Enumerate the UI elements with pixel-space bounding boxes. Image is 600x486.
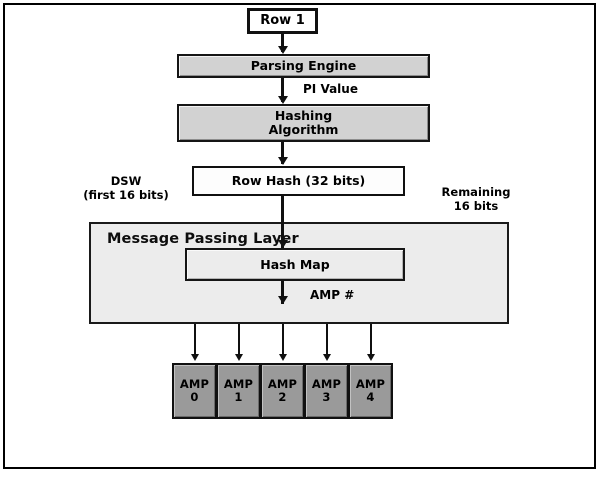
label-remaining-bits: Remaining 16 bits <box>424 185 528 213</box>
connector-mpl-to-amp-4 <box>370 324 372 357</box>
node-hashing-algorithm[interactable]: Hashing Algorithm <box>177 104 430 142</box>
label-dsw-line2: (first 16 bits) <box>83 187 169 202</box>
label-amp-number-text: AMP # <box>310 288 355 302</box>
node-row-1-label: Row 1 <box>260 12 305 28</box>
node-message-passing-layer[interactable]: Message Passing Layer <box>89 222 509 324</box>
label-dsw-line1: DSW <box>110 174 142 188</box>
arrowhead-amp-3 <box>323 354 331 361</box>
node-amp-0-index: 0 <box>190 390 199 404</box>
node-amp-1[interactable]: AMP 1 <box>216 363 261 419</box>
node-hashing-algorithm-line1: Hashing <box>274 108 333 123</box>
connector-mpl-to-amp-1 <box>238 324 240 357</box>
node-amp-0-name: AMP <box>179 377 210 392</box>
connector-mpl-to-amp-3 <box>326 324 328 357</box>
label-dsw: DSW (first 16 bits) <box>72 174 180 202</box>
node-row-hash[interactable]: Row Hash (32 bits) <box>192 166 405 196</box>
connector-mpl-to-amp-0 <box>194 324 196 357</box>
label-amp-number: AMP # <box>310 288 354 302</box>
connector-mpl-to-amp-2 <box>282 324 284 357</box>
node-hash-map-label: Hash Map <box>260 256 330 272</box>
node-row-1[interactable]: Row 1 <box>247 8 318 34</box>
arrowhead-hashing-algorithm <box>277 96 288 104</box>
node-amp-2-index: 2 <box>278 390 287 404</box>
label-remaining-line2: 16 bits <box>453 198 499 213</box>
node-amp-3-name: AMP <box>311 377 342 392</box>
node-message-passing-layer-label: Message Passing Layer <box>107 231 299 247</box>
label-pi-value: PI Value <box>303 82 358 96</box>
node-row-hash-label: Row Hash (32 bits) <box>231 173 366 188</box>
connector-hash-map-to-amps <box>281 281 284 304</box>
connector-row1-to-parsing-engine <box>281 34 284 52</box>
arrowhead-hash-map <box>277 240 288 248</box>
node-amp-2-name: AMP <box>267 377 298 392</box>
node-amp-3-index: 3 <box>322 390 331 404</box>
node-hash-map[interactable]: Hash Map <box>185 248 405 281</box>
arrowhead-row-hash <box>277 157 288 165</box>
arrowhead-amp-0 <box>191 354 199 361</box>
label-pi-value-text: PI Value <box>303 82 358 96</box>
arrowhead-amp-4 <box>367 354 375 361</box>
connector-row-hash-to-hash-map <box>281 196 284 248</box>
label-remaining-line1: Remaining <box>441 185 511 199</box>
node-amp-2[interactable]: AMP 2 <box>260 363 305 419</box>
arrowhead-amp-2 <box>279 354 287 361</box>
node-amp-4[interactable]: AMP 4 <box>348 363 393 419</box>
arrowhead-amp-distribution <box>277 296 288 304</box>
node-parsing-engine-label: Parsing Engine <box>250 58 357 73</box>
node-amp-1-name: AMP <box>223 377 254 392</box>
node-amp-4-name: AMP <box>355 377 386 392</box>
node-amp-0[interactable]: AMP 0 <box>172 363 217 419</box>
connector-parsing-engine-to-hashing <box>281 78 284 102</box>
arrowhead-amp-1 <box>235 354 243 361</box>
arrowhead-parsing-engine <box>277 46 288 54</box>
node-parsing-engine[interactable]: Parsing Engine <box>177 54 430 78</box>
node-amp-4-index: 4 <box>366 390 375 404</box>
node-hashing-algorithm-line2: Algorithm <box>268 122 339 137</box>
node-amp-3[interactable]: AMP 3 <box>304 363 349 419</box>
connector-hashing-to-row-hash <box>281 142 284 164</box>
node-amp-1-index: 1 <box>234 390 243 404</box>
